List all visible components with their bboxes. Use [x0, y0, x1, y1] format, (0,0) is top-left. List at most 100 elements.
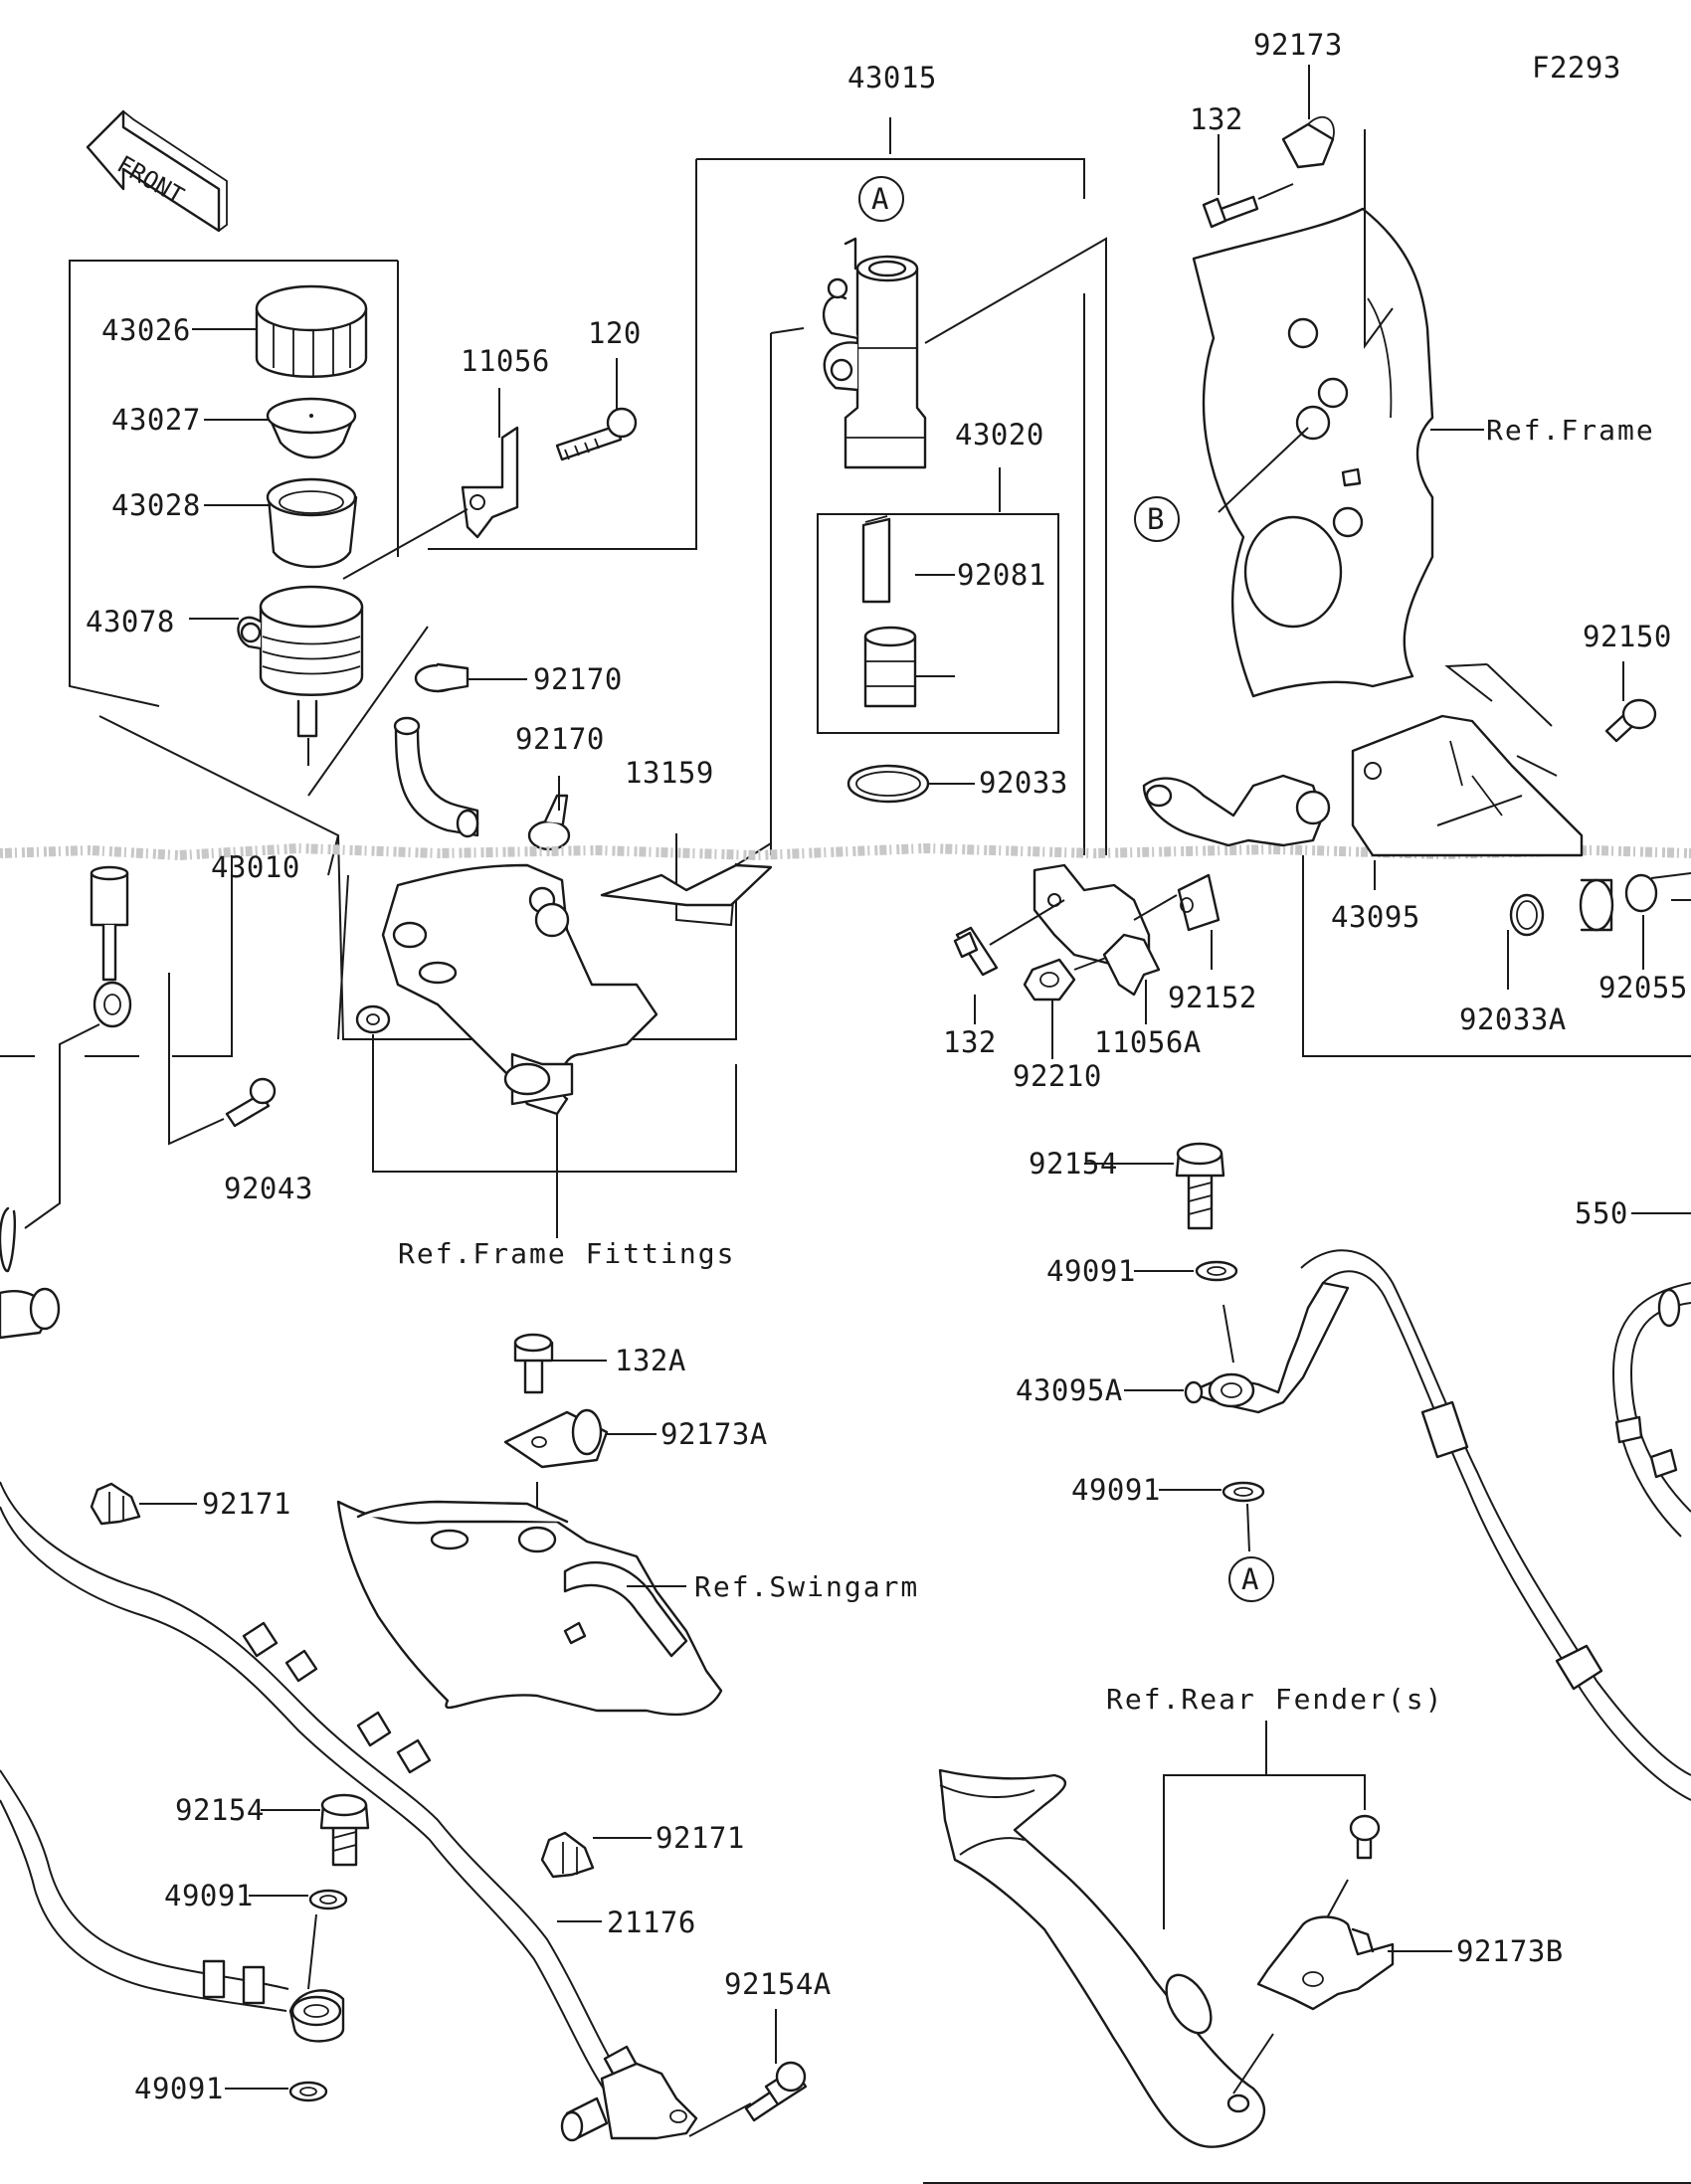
- screw-top-fender: [1349, 1814, 1381, 1860]
- hose-13159: [393, 716, 479, 838]
- label-120: 120: [588, 316, 642, 350]
- label-92210: 92210: [1013, 1059, 1102, 1093]
- frame-reference: [1192, 207, 1434, 698]
- banjo-fitting-43095A: [1184, 1281, 1350, 1414]
- ref-swingarm-label: Ref.Swingarm: [694, 1570, 919, 1603]
- label-92150: 92150: [1583, 620, 1672, 653]
- label-92154A: 92154A: [724, 1967, 832, 2001]
- label-49091-a: 49091: [1046, 1254, 1136, 1288]
- label-11056A: 11056A: [1094, 1025, 1202, 1059]
- diaphragm-43028: [266, 477, 358, 569]
- brake-hose-left: [0, 1769, 289, 2012]
- spring-92081: [861, 515, 891, 604]
- bolt-92154A: [744, 2061, 808, 2122]
- marker-a-top: [858, 176, 904, 222]
- label-92173: 92173: [1253, 28, 1343, 62]
- brake-lever-linkage: [1033, 774, 1331, 967]
- label-92171-b: 92171: [656, 1821, 745, 1855]
- banjo-bolt-92154-mid: [1175, 1142, 1225, 1230]
- marker-a-bottom: [1228, 1556, 1274, 1602]
- clamp-92173B: [1256, 1915, 1395, 2011]
- washer-49091-b: [1221, 1481, 1265, 1503]
- cotter-pin-icon: [0, 1206, 16, 1273]
- washer-left: [355, 1004, 391, 1034]
- marker-b-text: B: [1147, 502, 1165, 536]
- label-92154-low: 92154: [175, 1793, 265, 1827]
- label-92152: 92152: [1168, 981, 1257, 1014]
- label-92154-mid: 92154: [1029, 1147, 1118, 1181]
- label-92043: 92043: [224, 1172, 313, 1205]
- master-cylinder-43015: [822, 237, 927, 469]
- washer-49091-c: [308, 1889, 348, 1911]
- hose-clamp-92170-b: [527, 794, 571, 851]
- label-43010: 43010: [211, 850, 300, 884]
- clevis-pin-92043: [225, 1077, 277, 1128]
- retainer-92171-b: [540, 1831, 595, 1879]
- clamp-92173A: [503, 1408, 609, 1469]
- cable-21176: [0, 1481, 641, 2094]
- label-92055: 92055: [1598, 971, 1688, 1004]
- label-49091-b: 49091: [1071, 1473, 1161, 1507]
- collar-92152: [1177, 873, 1221, 932]
- label-43028: 43028: [111, 488, 201, 522]
- bolt-132A: [513, 1333, 554, 1394]
- swingarm-reference: [336, 1500, 723, 1717]
- clamp-92173: [1281, 115, 1335, 169]
- label-92171-a: 92171: [202, 1487, 291, 1521]
- ref-frame-label: Ref.Frame: [1486, 414, 1655, 447]
- marker-a-top-text: A: [871, 182, 889, 216]
- label-132-mid: 132: [943, 1025, 997, 1059]
- piston-92081: [863, 626, 917, 708]
- brake-hose-right: [1300, 1249, 1691, 1801]
- washer-49091-a: [1195, 1260, 1238, 1282]
- figure-code: F2293: [1532, 51, 1621, 85]
- label-13159: 13159: [625, 756, 714, 790]
- label-92170-b: 92170: [515, 722, 605, 756]
- hose-right-edge: [1611, 1282, 1691, 1538]
- label-43026: 43026: [101, 313, 191, 347]
- switch-bracket: [560, 2062, 698, 2142]
- label-92173B: 92173B: [1456, 1934, 1564, 1968]
- label-132-top: 132: [1190, 102, 1243, 136]
- hose-end-left: [0, 1287, 61, 1340]
- label-92081: 92081: [957, 558, 1046, 592]
- label-92170-a: 92170: [533, 662, 623, 696]
- diaphragm-plate-43027: [266, 397, 357, 459]
- banjo-bolt-92154-low: [319, 1793, 370, 1867]
- hose-clamp-92170-a: [414, 662, 470, 693]
- footrest-plate-43095: [1351, 714, 1584, 857]
- ref-frame-fittings-label: Ref.Frame Fittings: [398, 1237, 735, 1270]
- ref-rear-fender-label: Ref.Rear Fender(s): [1106, 1683, 1443, 1716]
- label-43095: 43095: [1331, 900, 1420, 934]
- bracket-13159: [600, 863, 773, 907]
- nut-92210: [1023, 958, 1076, 1001]
- bracket-11056: [461, 426, 519, 539]
- label-132A: 132A: [615, 1344, 686, 1377]
- rear-fender-reference: [938, 1768, 1265, 2148]
- retainer-92171-a: [90, 1482, 141, 1526]
- label-43015: 43015: [847, 61, 937, 94]
- marker-b: [1134, 496, 1180, 542]
- reservoir-cap-43026: [255, 284, 368, 378]
- marker-a-bottom-text: A: [1241, 1562, 1259, 1596]
- label-49091-c: 49091: [164, 1879, 254, 1912]
- label-550: 550: [1575, 1196, 1628, 1230]
- label-92033: 92033: [979, 766, 1068, 800]
- label-92173A: 92173A: [660, 1417, 768, 1451]
- label-43027: 43027: [111, 403, 201, 437]
- front-arrow-icon: FRONT: [86, 109, 228, 233]
- label-43020: 43020: [955, 418, 1044, 452]
- bracket-11056A: [1102, 933, 1161, 997]
- label-21176: 21176: [607, 1906, 696, 1939]
- label-43078: 43078: [86, 605, 175, 638]
- label-43095A: 43095A: [1016, 1373, 1123, 1407]
- footrest-bracket: [381, 863, 658, 1116]
- o-ring-92055: [1624, 873, 1658, 913]
- circlip-92033A: [1509, 893, 1545, 937]
- banjo-fitting-left: [288, 1989, 345, 2043]
- reservoir-43078: [237, 585, 364, 738]
- bolt-132-top: [1202, 195, 1259, 229]
- label-49091-d: 49091: [134, 2072, 224, 2105]
- bolt-120: [555, 407, 638, 461]
